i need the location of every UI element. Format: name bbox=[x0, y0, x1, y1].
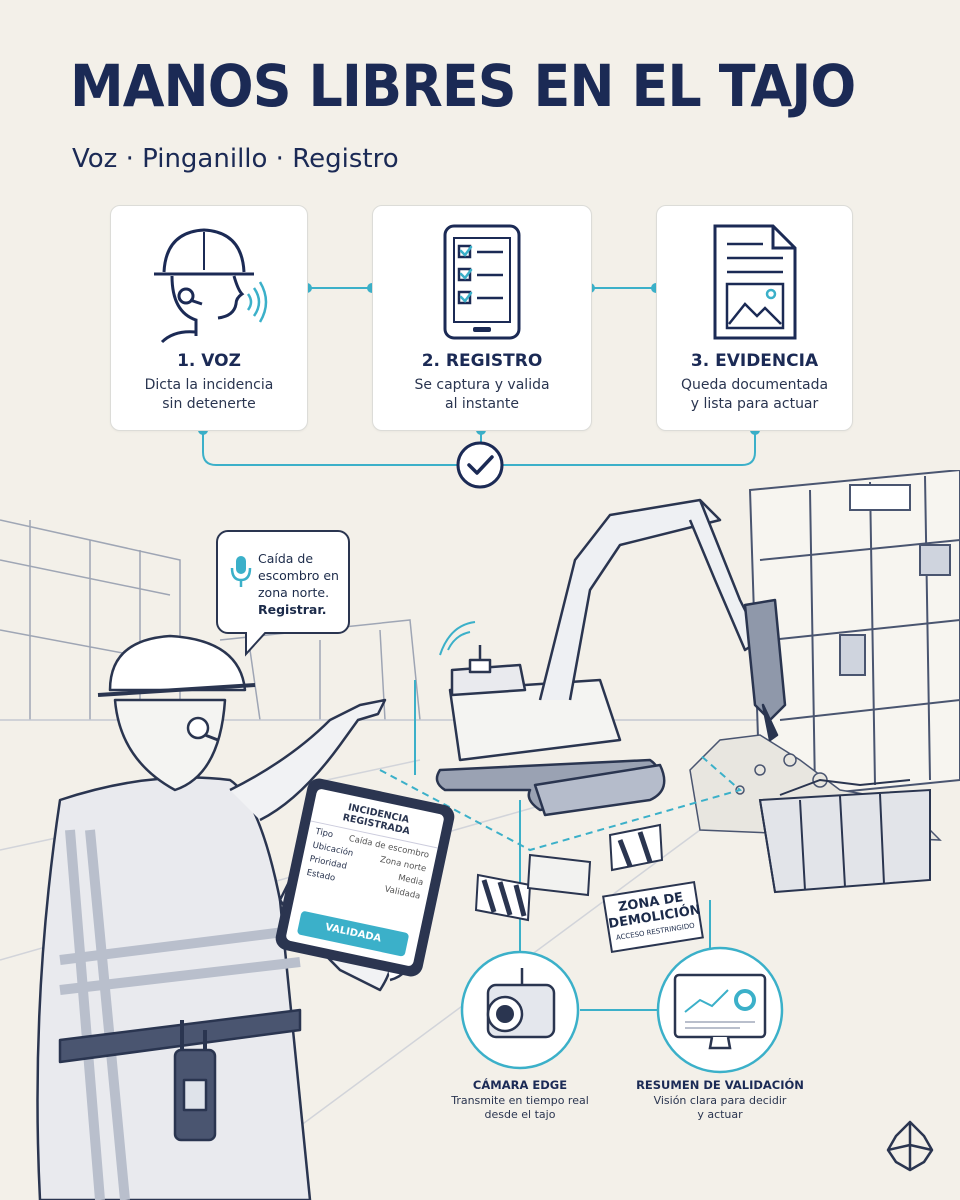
work-zone-outline bbox=[379, 754, 743, 852]
excavator bbox=[435, 498, 787, 817]
camera-icon bbox=[460, 950, 580, 1070]
page-subtitle: Voz · Pinganillo · Registro bbox=[72, 144, 399, 174]
microphone-icon bbox=[230, 556, 252, 587]
worker-headset-icon bbox=[154, 228, 268, 344]
speech-text: Caída de escombro en zona norte. Registr… bbox=[258, 551, 339, 617]
validated-button[interactable]: VALIDADA bbox=[296, 910, 410, 957]
edge-camera-title: CÁMARA EDGE bbox=[472, 1078, 568, 1092]
debris-container bbox=[758, 778, 931, 894]
step-title: 3. EVIDENCIA bbox=[690, 351, 819, 371]
validation-summary-title: RESUMEN DE VALIDACIÓN bbox=[636, 1078, 804, 1092]
step-title: 1. VOZ bbox=[177, 351, 241, 371]
document-image-icon bbox=[713, 224, 796, 340]
logo-mark-icon bbox=[886, 1120, 934, 1172]
monitor-dashboard-icon bbox=[656, 946, 784, 1074]
barriers bbox=[474, 823, 664, 922]
signal-waves-icon bbox=[439, 621, 476, 656]
step-title: 2. REGISTRO bbox=[421, 351, 543, 371]
speech-bubble: Caída de escombro en zona norte. Registr… bbox=[216, 530, 350, 657]
bubble-tail bbox=[245, 632, 267, 657]
page-title: MANOS LIBRES EN EL TAJO bbox=[70, 52, 856, 120]
check-circle-icon bbox=[456, 441, 504, 489]
tablet-checklist-icon bbox=[443, 224, 521, 340]
